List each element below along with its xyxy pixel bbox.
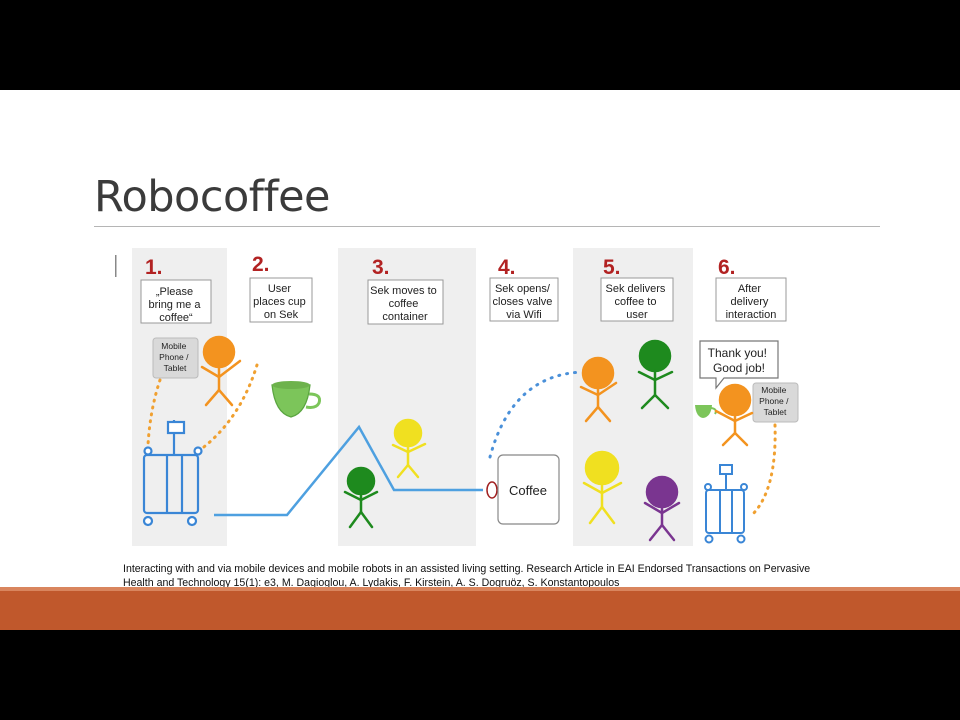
device-1-line-2: Phone / [159, 352, 189, 362]
caption-5-line-1: Sek delivers [606, 283, 666, 295]
wifi-dots-person-to-robot [198, 363, 259, 452]
step-number-6: 6. [718, 256, 736, 279]
person-green-step5 [637, 339, 674, 410]
caption-4-line-1: Sek opens/ [495, 283, 551, 295]
speech-bubble: Thank you! Good job! [699, 340, 779, 390]
caption-5-line-3: user [626, 309, 648, 321]
caption-box-4: Sek opens/ closes valve via Wifi [489, 277, 559, 322]
device-6-line-2: Phone / [759, 396, 789, 406]
svg-text:User places cup: User places cup on Sek [253, 283, 309, 321]
device-1-line-3: Tablet [164, 363, 187, 373]
step-number-2: 2. [252, 253, 270, 276]
robot-path [214, 424, 483, 517]
slide: Robocoffee 1. 2. 3. 4. 5. 6. „Please bri… [0, 90, 960, 630]
small-cup-icon [695, 405, 717, 418]
mobile-device-label-6: Mobile Phone / Tablet [752, 382, 799, 423]
svg-text:Mobile Phone /: Mobile Phone / Tablet [759, 385, 791, 417]
caption-3-line-2: coffee [389, 298, 419, 310]
person-orange-step5 [579, 356, 618, 423]
person-green-step3 [343, 466, 379, 529]
valve-wifi-dots [488, 370, 584, 459]
svg-text:Thank you! Good job!: Thank you! Good job! [708, 346, 771, 375]
caption-6-line-1: After [738, 283, 762, 295]
caption-4-line-3: via Wifi [506, 309, 541, 321]
svg-text:Sek delivers coffee to: Sek delivers coffee to user [606, 283, 669, 321]
step-number-3: 3. [372, 256, 390, 279]
caption-1-line-2: bring me a [148, 299, 201, 311]
person-orange-step6 [714, 383, 754, 447]
mobile-device-label-1: Mobile Phone / Tablet [152, 337, 199, 379]
left-edge-mark [115, 255, 117, 277]
wifi-dots-device-to-robot-6 [750, 423, 777, 517]
svg-text:„Please bring me a: „Please bring me a coffee“ [148, 286, 203, 324]
robocoffee-diagram: 1. 2. 3. 4. 5. 6. „Please bring me a cof… [115, 248, 799, 546]
step-number-4: 4. [498, 256, 516, 279]
person-purple-step5 [643, 475, 681, 542]
device-1-line-1: Mobile [161, 341, 186, 351]
caption-5-line-2: coffee to [614, 296, 656, 308]
caption-6-line-2: delivery [731, 296, 769, 308]
speech-line-2: Good job! [713, 361, 765, 375]
caption-2-line-1: User [268, 283, 292, 295]
slide-title: Robocoffee [94, 172, 331, 222]
caption-1-line-3: coffee“ [159, 312, 193, 324]
title-divider [94, 226, 880, 227]
step-number-5: 5. [603, 256, 621, 279]
person-yellow-step3 [391, 418, 427, 479]
caption-1-line-1: „Please [156, 286, 193, 298]
coffee-cup-icon [271, 381, 321, 418]
svg-text:After delivery: After delivery interaction [726, 283, 777, 321]
valve-icon [486, 481, 498, 499]
person-yellow-step5 [582, 450, 623, 525]
device-6-line-1: Mobile [761, 385, 786, 395]
caption-3-line-3: container [382, 311, 428, 323]
step-number-1: 1. [145, 256, 163, 279]
figure-citation: Interacting with and via mobile devices … [123, 563, 811, 589]
caption-2-line-3: on Sek [264, 309, 299, 321]
person-orange-step1 [200, 335, 242, 407]
wifi-dots-device-to-robot [146, 378, 162, 447]
coffee-container: Coffee [497, 454, 560, 525]
caption-box-1: „Please bring me a coffee“ [140, 279, 212, 324]
caption-box-2: User places cup on Sek [249, 277, 313, 323]
caption-box-6: After delivery interaction [715, 277, 787, 322]
caption-box-5: Sek delivers coffee to user [600, 277, 674, 322]
robot-icon-1 [142, 420, 203, 527]
svg-text:Mobile Phone /: Mobile Phone / Tablet [159, 341, 191, 373]
caption-6-line-3: interaction [726, 309, 777, 321]
coffee-container-label: Coffee [509, 483, 547, 498]
caption-box-3: Sek moves to coffee container [367, 279, 444, 325]
caption-4-line-2: closes valve [493, 296, 553, 308]
footer-highlight [0, 587, 960, 591]
robot-icon-6 [704, 464, 748, 544]
footer-bar [0, 587, 960, 630]
svg-text:Sek opens/ closes valv: Sek opens/ closes valve via Wifi [493, 283, 556, 321]
svg-text:Sek moves to coffee: Sek moves to coffee container [370, 285, 440, 323]
caption-3-line-1: Sek moves to [370, 285, 437, 297]
device-6-line-3: Tablet [764, 407, 787, 417]
speech-line-1: Thank you! [708, 346, 767, 360]
caption-2-line-2: places cup [253, 296, 306, 308]
